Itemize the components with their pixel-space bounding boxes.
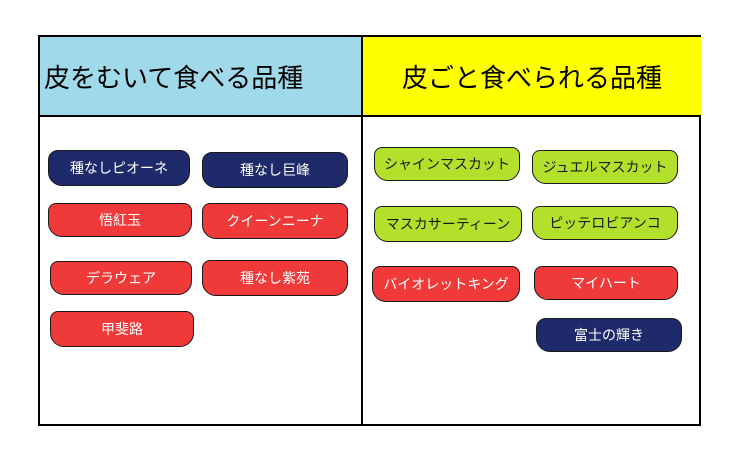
- variety-pill: 種なし巨峰: [202, 152, 348, 188]
- peel-column: 皮をむいて食べる品種: [40, 37, 363, 424]
- variety-pill: 悟紅玉: [48, 203, 192, 237]
- peel-header: 皮をむいて食べる品種: [40, 37, 361, 117]
- variety-pill: マイハート: [534, 266, 678, 300]
- variety-table: 皮をむいて食べる品種 皮ごと食べられる品種: [38, 35, 701, 426]
- variety-pill: シャインマスカット: [374, 147, 520, 181]
- variety-pill: バイオレットキング: [372, 266, 520, 302]
- variety-pill: 種なし紫苑: [202, 260, 348, 296]
- variety-pill: 甲斐路: [50, 311, 194, 347]
- variety-pill: 種なしピオーネ: [48, 150, 190, 186]
- variety-pill: デラウェア: [50, 261, 192, 295]
- variety-pill: ピッテロビアンコ: [532, 206, 678, 240]
- variety-pill: クイーンニーナ: [202, 203, 348, 239]
- variety-pill: マスカサーティーン: [374, 206, 522, 242]
- skin-header: 皮ごと食べられる品種: [363, 37, 701, 117]
- variety-pill: ジュエルマスカット: [532, 150, 678, 184]
- variety-pill: 富士の輝き: [536, 318, 682, 352]
- skin-column: 皮ごと食べられる品種: [363, 37, 701, 424]
